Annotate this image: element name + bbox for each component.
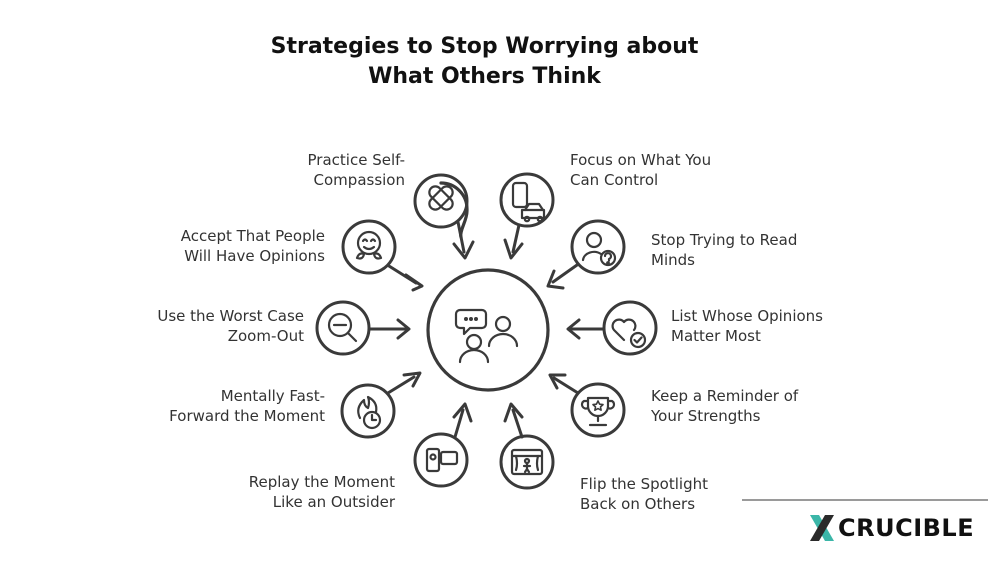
- brand-name: CRUCIBLE: [838, 514, 975, 542]
- node-spotlight: [499, 402, 555, 490]
- connector-focus-control: [511, 223, 521, 254]
- bandage-icon: [428, 185, 454, 211]
- conversation-people-icon: [454, 308, 519, 364]
- label-fast-forward: Mentally Fast- Forward the Moment: [169, 387, 325, 425]
- label-self-compassion: Practice Self- Compassion: [307, 151, 405, 189]
- phone-car-icon: [511, 181, 546, 223]
- node-accept-opinions: [341, 219, 424, 292]
- node-focus-control: [499, 172, 555, 260]
- label-read-minds: Stop Trying to Read Minds: [651, 231, 798, 269]
- connector-read-minds: [551, 263, 579, 284]
- happy-face-icon: [355, 230, 383, 260]
- label-worst-case: Use the Worst Case Zoom-Out: [157, 307, 304, 345]
- connector-strengths: [552, 376, 580, 395]
- node-fast-forward: [340, 371, 422, 439]
- label-whose-opinions: List Whose Opinions Matter Most: [671, 307, 823, 345]
- video-camera-icon: [425, 447, 459, 473]
- label-focus-control: Focus on What You Can Control: [570, 151, 712, 189]
- title-line-1: Strategies to Stop Worrying about: [270, 34, 699, 59]
- brand-x-mark: [810, 515, 834, 541]
- spotlight-stage-icon: [510, 448, 544, 476]
- label-strengths: Keep a Reminder of Your Strengths: [651, 387, 799, 425]
- zoom-out-icon: [327, 312, 358, 343]
- brand-divider: [742, 499, 988, 501]
- node-read-minds: [546, 219, 626, 290]
- title-line-2: What Others Think: [368, 64, 601, 89]
- node-whose-opinions: [566, 300, 658, 356]
- node-replay-outsider: [413, 402, 473, 488]
- node-strengths: [548, 373, 626, 438]
- brand-logo: CRUCIBLE: [808, 510, 974, 546]
- connector-spotlight: [511, 408, 524, 439]
- person-question-icon: [581, 231, 617, 267]
- trophy-icon: [580, 396, 616, 427]
- label-replay-outsider: Replay the Moment Like an Outsider: [248, 473, 395, 511]
- fire-clock-icon: [357, 395, 382, 430]
- page-title: Strategies to Stop Worrying about What O…: [0, 32, 969, 92]
- heart-check-icon: [611, 318, 647, 349]
- connector-fast-forward: [386, 375, 416, 395]
- connector-self-compassion: [456, 220, 466, 254]
- connector-replay-outsider: [453, 408, 465, 439]
- node-self-compassion: [413, 173, 475, 260]
- label-accept-opinions: Accept That People Will Have Opinions: [180, 227, 325, 265]
- center-hub: [426, 268, 550, 392]
- node-worst-case: [315, 300, 411, 356]
- label-spotlight: Flip the Spotlight Back on Others: [580, 475, 708, 513]
